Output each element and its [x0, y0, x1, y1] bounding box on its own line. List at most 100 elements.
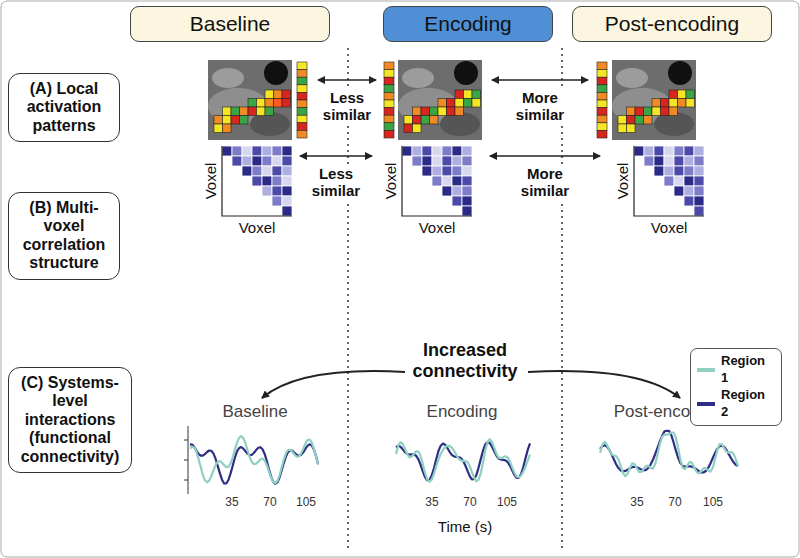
voxel — [223, 124, 232, 133]
pattern-vector-cell — [384, 100, 394, 108]
matrix-cell — [242, 156, 252, 166]
voxel — [678, 99, 687, 108]
pattern-vector-cell — [297, 70, 307, 78]
matrix-cell — [422, 146, 432, 156]
legend-text: Region 1 — [721, 353, 775, 387]
pattern-vector-cell — [297, 100, 307, 108]
matrix-cell — [442, 176, 452, 186]
matrix-cell — [262, 166, 272, 176]
axis-tick — [184, 460, 188, 461]
row-label-text: (A) Local activation patterns — [17, 80, 111, 135]
voxel — [652, 107, 661, 116]
voxel — [447, 99, 456, 108]
pattern-vector-cell — [597, 62, 607, 70]
matrix-cell — [442, 166, 452, 176]
pattern-vector-cell — [297, 123, 307, 131]
header-text: Encoding — [424, 12, 512, 36]
matrix-cell — [442, 186, 452, 196]
pattern-vector-cell — [597, 85, 607, 93]
brain-tissue — [212, 68, 244, 88]
matrix-cell — [462, 166, 472, 176]
pattern-vector-cell — [384, 108, 394, 116]
voxel — [644, 107, 653, 116]
matrix-cell — [462, 196, 472, 206]
matrix-cell — [402, 146, 412, 156]
voxel — [635, 107, 644, 116]
voxel — [274, 90, 283, 99]
voxel — [472, 90, 481, 99]
stage-header: Encoding — [383, 6, 553, 42]
voxel — [404, 124, 413, 133]
matrix-cell — [694, 146, 704, 156]
matrix-cell — [242, 146, 252, 156]
voxel — [472, 99, 481, 108]
voxel — [413, 116, 422, 125]
matrix-cell — [664, 146, 674, 156]
matrix-cell — [252, 156, 262, 166]
row-label-box: (B) Multi-voxel correlation structure — [8, 192, 120, 280]
matrix-cell — [282, 156, 292, 166]
matrix-cell — [282, 176, 292, 186]
voxel — [669, 107, 678, 116]
matrix-cell — [654, 146, 664, 156]
voxel — [248, 99, 257, 108]
stage-header: Post-encoding — [572, 6, 772, 42]
voxel — [231, 116, 240, 125]
voxel — [248, 107, 257, 116]
voxel — [661, 99, 670, 108]
matrix-cell — [412, 146, 422, 156]
voxel — [678, 90, 687, 99]
similarity-label: More similar — [507, 88, 573, 125]
pattern-vector-cell — [384, 77, 394, 85]
matrix-cell — [664, 156, 674, 166]
axis-label: Voxel — [202, 163, 219, 200]
axis-label: Voxel — [382, 163, 399, 200]
voxel — [464, 90, 473, 99]
generated-art — [190, 60, 738, 484]
header-text: Post-encoding — [605, 12, 739, 36]
row-label-text: (B) Multi-voxel correlation structure — [17, 199, 111, 273]
matrix-cell — [684, 166, 694, 176]
voxel — [240, 116, 249, 125]
matrix-cell — [462, 156, 472, 166]
matrix-cell — [684, 186, 694, 196]
voxel — [618, 124, 627, 133]
matrix-cell — [462, 146, 472, 156]
voxel — [686, 99, 695, 108]
matrix-cell — [432, 146, 442, 156]
voxel — [447, 107, 456, 116]
matrix-cell — [272, 146, 282, 156]
axis-label: Voxel — [614, 163, 631, 200]
matrix-cell — [432, 156, 442, 166]
matrix-cell — [262, 146, 272, 156]
matrix-cell — [252, 166, 262, 176]
similarity-label: More similar — [512, 164, 578, 201]
voxel — [240, 107, 249, 116]
time-series-line — [396, 439, 530, 482]
matrix-cell — [232, 156, 242, 166]
matrix-cell — [232, 146, 242, 156]
axis-label: Voxel — [419, 219, 456, 236]
pattern-vector-cell — [297, 62, 307, 70]
matrix-cell — [634, 146, 644, 156]
matrix-cell — [694, 176, 704, 186]
double-arrow — [490, 155, 600, 157]
time-series-line — [190, 436, 318, 483]
matrix-cell — [282, 146, 292, 156]
graph-title: Baseline — [222, 402, 287, 422]
legend-entry: Region 1 — [697, 353, 775, 387]
voxel — [438, 99, 447, 108]
pattern-vector-cell — [384, 70, 394, 78]
matrix-cell — [674, 156, 684, 166]
voxel — [618, 116, 627, 125]
matrix-cell — [272, 196, 282, 206]
time-series-line — [600, 433, 738, 477]
axis-tick — [184, 480, 188, 481]
matrix-cell — [694, 196, 704, 206]
voxel — [282, 90, 291, 99]
matrix-cell — [694, 186, 704, 196]
matrix-cell — [684, 156, 694, 166]
voxel — [404, 116, 413, 125]
